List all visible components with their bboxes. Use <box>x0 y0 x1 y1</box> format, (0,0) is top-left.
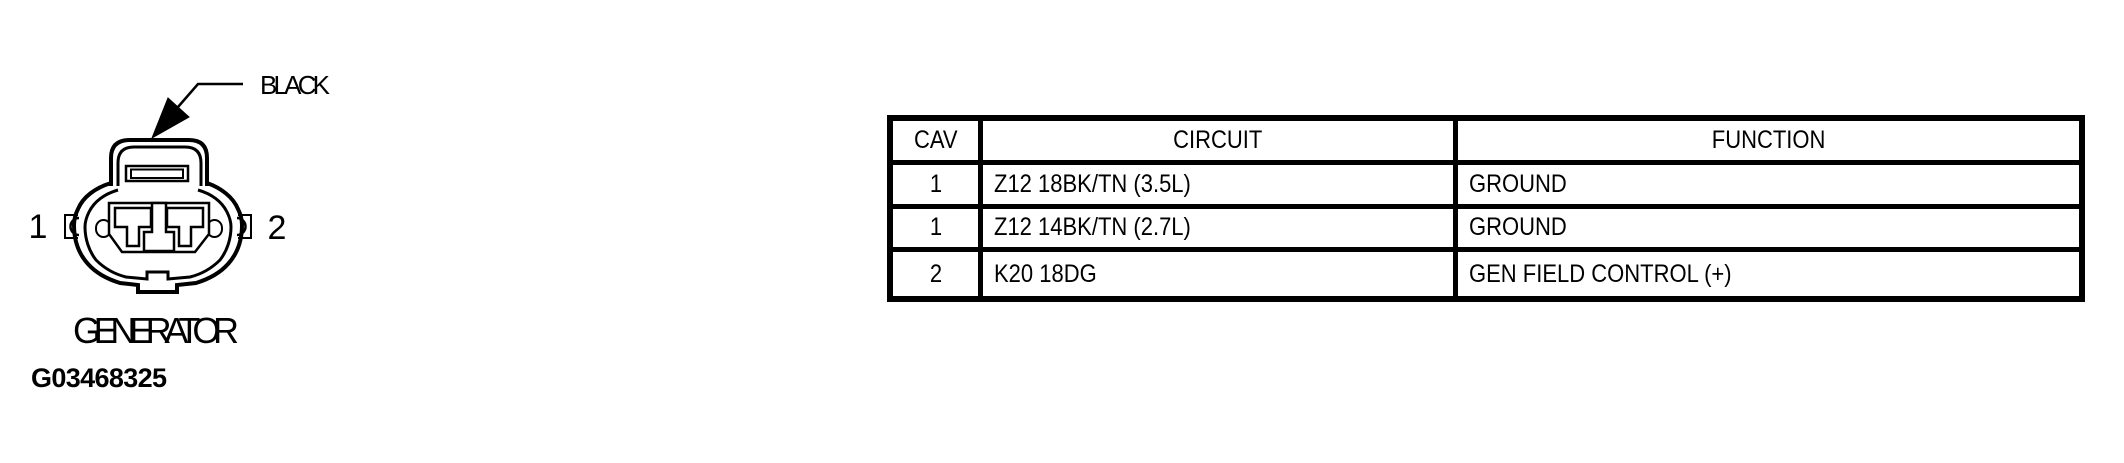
figure-id-label: G03468325 <box>31 363 167 393</box>
row1-function: GROUND <box>1458 165 2079 209</box>
connector-body <box>64 181 252 294</box>
left-wing <box>64 214 80 239</box>
header-cav: CAV <box>893 121 983 165</box>
row1-circuit: Z12 18BK/TN (3.5L) <box>983 164 1458 209</box>
header-function: FUNCTION <box>1458 121 2079 165</box>
pin-2-label: 2 <box>268 209 287 247</box>
right-wing <box>236 214 252 239</box>
row2-cav: 1 <box>893 208 983 253</box>
center-keyway <box>142 201 176 253</box>
connector-lock-tab <box>109 138 209 186</box>
row2-circuit: Z12 14BK/TN (2.7L) <box>983 208 1458 253</box>
terminal-housing <box>95 201 223 254</box>
row2-function: GROUND <box>1458 209 2079 253</box>
row1-cav: 1 <box>893 164 983 209</box>
pin-1-label: 1 <box>29 208 48 246</box>
pinout-table: CAV CIRCUIT FUNCTION 1 Z12 18BK/TN (3.5L… <box>887 115 2085 302</box>
header-circuit: CIRCUIT <box>983 121 1458 165</box>
row3-circuit: K20 18DG <box>983 252 1458 296</box>
connector-diagram: BLACK <box>29 70 331 393</box>
row3-function: GEN FIELD CONTROL (+) <box>1469 259 1732 288</box>
connector-name-label: GENERATOR <box>73 310 239 351</box>
leader-arrow <box>151 82 243 140</box>
connector-color-label: BLACK <box>260 70 331 100</box>
row3-cav: 2 <box>893 252 983 296</box>
terminal-2-slot <box>165 206 205 248</box>
